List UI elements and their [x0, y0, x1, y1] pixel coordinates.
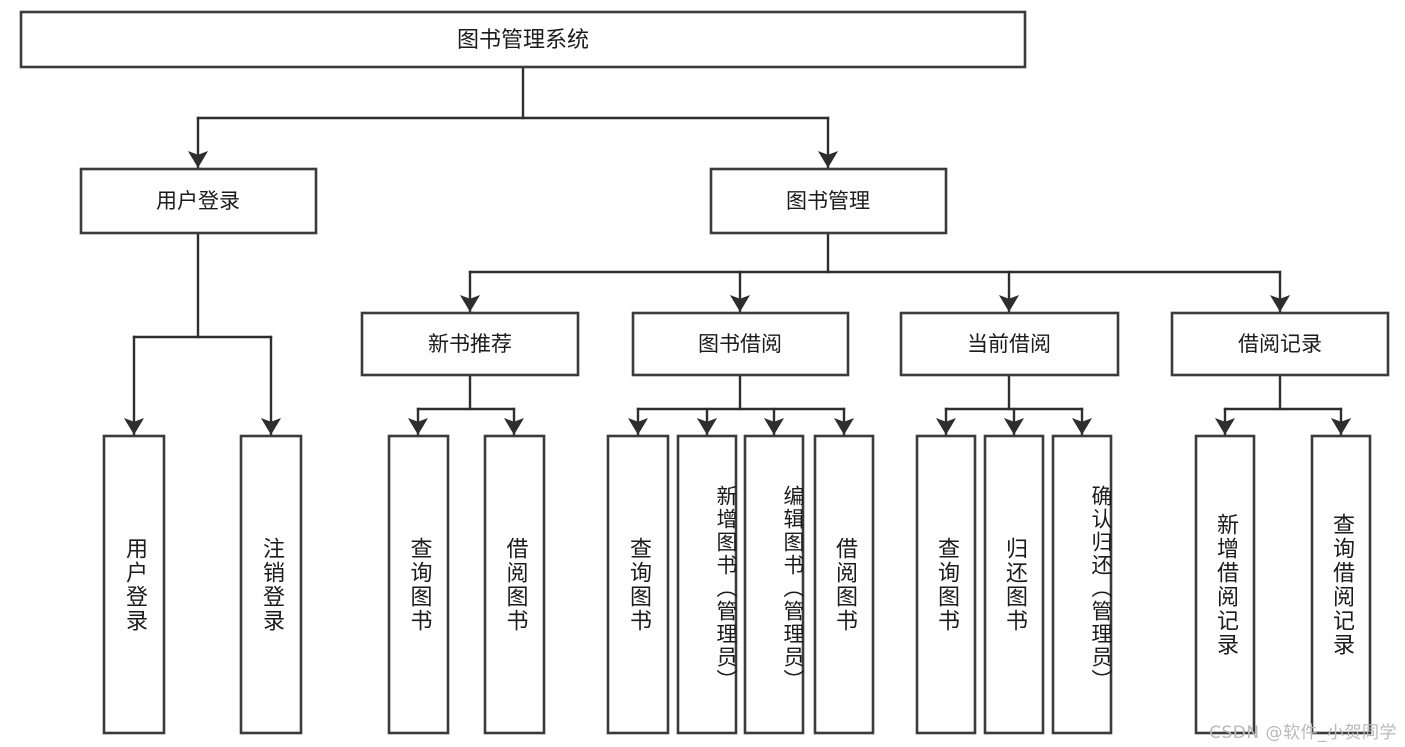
node-box-leaf-user-logout[interactable] [239, 434, 303, 735]
edge-group-borrowrecord-to-leaves [1214, 373, 1352, 436]
node-box-leaf-query-book-3[interactable] [915, 434, 977, 735]
node-box-leaf-confirm-return[interactable] [1051, 434, 1113, 735]
node-box-leaf-query-record[interactable] [1310, 434, 1372, 735]
node-box-leaf-query-book-2[interactable] [606, 434, 670, 735]
node-box-new-book-recommend[interactable] [360, 311, 580, 377]
node-box-leaf-borrow-book-1[interactable] [483, 434, 546, 735]
node-box-borrow-record[interactable] [1170, 311, 1390, 377]
csdn-watermark: CSDN @软件_小贺同学 [1209, 723, 1397, 743]
node-box-leaf-query-book-1[interactable] [387, 434, 450, 735]
node-box-leaf-return-book[interactable] [983, 434, 1045, 735]
node-label-root: 图书管理系统 [457, 28, 589, 53]
node-box-user-login[interactable] [79, 167, 318, 235]
node-box-leaf-user-login[interactable] [102, 434, 166, 735]
node-box-book-borrow[interactable] [631, 311, 850, 377]
node-label-borrow-record: 借阅记录 [1238, 332, 1322, 356]
node-box-current-borrow[interactable] [899, 311, 1120, 377]
node-box-leaf-edit-book[interactable] [743, 434, 805, 735]
edge-group-currentborrow-to-leaves [935, 373, 1093, 436]
edge-group-root-to-level2 [187, 65, 839, 169]
node-label-current-borrow: 当前借阅 [967, 332, 1051, 356]
node-label-user-login: 用户登录 [156, 189, 240, 213]
node-box-leaf-add-record[interactable] [1194, 434, 1256, 735]
edge-group-bookborrow-to-leaves [627, 373, 855, 436]
edge-group-newbook-to-leaves [407, 373, 525, 436]
node-label-new-book-recommend: 新书推荐 [428, 332, 512, 356]
node-box-leaf-borrow-book-2[interactable] [813, 434, 875, 735]
node-box-leaf-add-book[interactable] [676, 434, 738, 735]
node-label-book-borrow: 图书借阅 [698, 332, 782, 356]
edge-group-userlogin-to-leaves [123, 231, 282, 436]
edge-group-bookmanage-to-level3 [459, 231, 1291, 313]
node-label-book-manage: 图书管理 [786, 189, 870, 213]
node-box-book-manage[interactable] [709, 167, 948, 235]
node-box-root[interactable] [19, 10, 1027, 69]
